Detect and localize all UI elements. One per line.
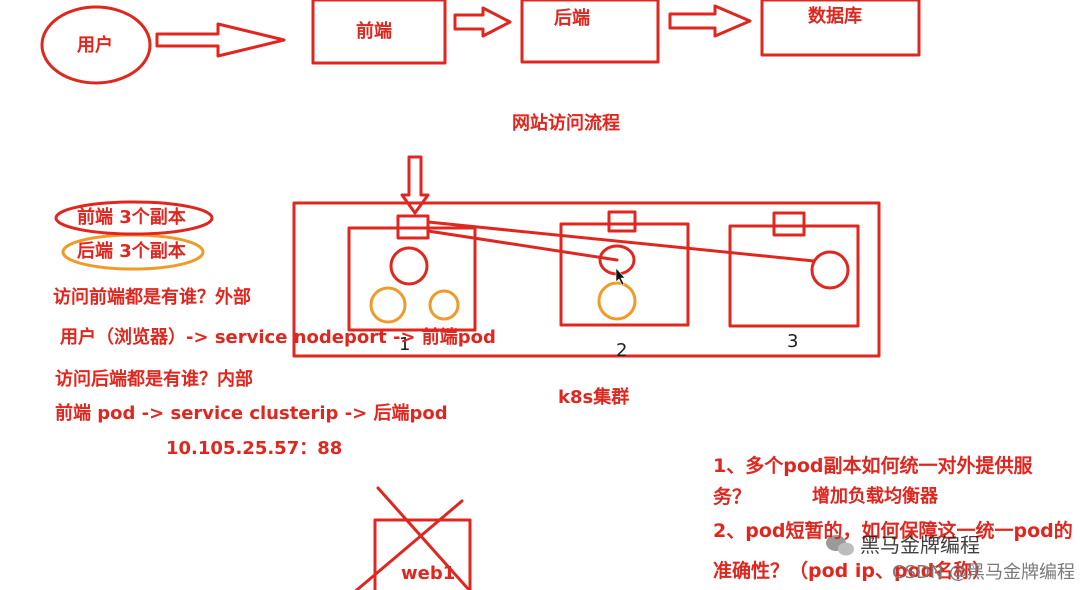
- service-port-2: [607, 210, 637, 233]
- arrow-frontend-to-backend: [453, 6, 512, 38]
- user-label: 用户: [77, 35, 113, 56]
- backend-pod-1b: [428, 289, 460, 321]
- user-ellipse: [40, 5, 152, 85]
- watermark-brand: 黑马金牌编程: [860, 533, 980, 557]
- cross-stroke-a: [376, 486, 472, 590]
- node-1-label: 1: [399, 334, 411, 355]
- cluster-caption: k8s集群: [558, 387, 630, 408]
- question-1-line-1: 1、多个pod副本如何统一对外提供服: [713, 455, 1033, 477]
- backend-label: 后端: [554, 8, 590, 29]
- frontend-box: [311, 0, 447, 65]
- backend-access-question: 访问后端都是有谁？内部: [55, 369, 253, 390]
- arrow-backend-to-database: [668, 4, 752, 38]
- node-2-box: [559, 222, 690, 327]
- load-balance-line-3: [426, 220, 816, 263]
- web1-label: web1: [401, 563, 456, 584]
- question-1-line-2: 务？: [713, 486, 752, 508]
- frontend-replicas-ellipse: [54, 200, 214, 236]
- question-1-answer: 增加负载均衡器: [812, 486, 938, 507]
- node-3-box: [728, 224, 860, 328]
- database-box: [760, 0, 921, 57]
- arrow-user-to-frontend: [155, 22, 286, 58]
- k8s-cluster-box: [292, 201, 881, 358]
- question-2-line-2: 准确性？（pod ip、pod名称）: [713, 560, 992, 582]
- service-ip: 10.105.25.57：88: [166, 438, 343, 459]
- backend-pod-2: [597, 281, 637, 321]
- web1-box: [373, 518, 472, 590]
- frontend-pod-1: [389, 246, 429, 286]
- frontend-access-path: 用户（浏览器）-> service nodeport -> 前端pod: [60, 327, 496, 348]
- watermark-credit: CSDN @黑马金牌编程: [892, 562, 1076, 583]
- frontend-label: 前端: [356, 21, 392, 42]
- question-2-line-1: 2、pod短暂的，如何保障这一统一pod的: [713, 520, 1073, 542]
- cross-stroke-b: [354, 499, 464, 590]
- frontend-access-question: 访问前端都是有谁？外部: [53, 287, 251, 308]
- database-label: 数据库: [808, 6, 862, 27]
- backend-replicas-note: 后端 3个副本: [77, 241, 186, 262]
- flow-caption: 网站访问流程: [512, 113, 620, 134]
- backend-box: [520, 0, 660, 64]
- service-port-3: [772, 211, 806, 237]
- entry-arrow: [400, 155, 430, 215]
- frontend-pod-3: [810, 250, 850, 290]
- node-1-box: [347, 226, 477, 332]
- backend-access-path: 前端 pod -> service clusterip -> 后端pod: [55, 403, 448, 424]
- service-port-1: [396, 214, 430, 240]
- load-balance-line-2: [426, 229, 619, 262]
- frontend-replicas-note: 前端 3个副本: [77, 207, 186, 228]
- backend-pod-1a: [369, 286, 407, 324]
- node-2-label: 2: [616, 340, 628, 361]
- mouse-cursor-icon: [615, 267, 626, 286]
- node-3-label: 3: [787, 331, 799, 352]
- wechat-icon: [826, 535, 854, 556]
